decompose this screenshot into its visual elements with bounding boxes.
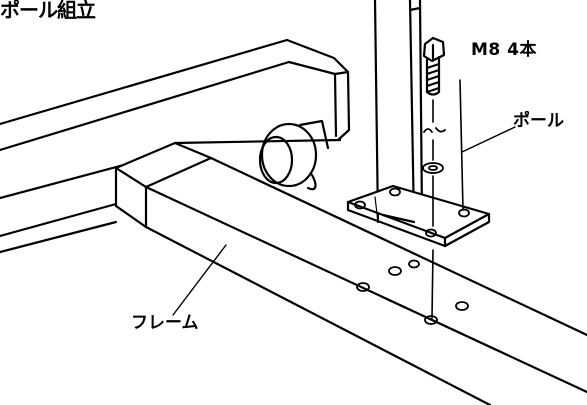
pole-label: ポール [513, 111, 564, 131]
caster-wheel-icon [258, 119, 330, 191]
page-title: ポール組立 [0, 0, 96, 22]
cross-frame-tube [0, 141, 587, 405]
rear-frame-tube [0, 38, 351, 200]
bolt-icon [422, 36, 446, 96]
alignment-lines [431, 79, 464, 319]
frame-holes [356, 259, 469, 325]
frame-label: フレーム [131, 313, 199, 333]
washer-icon [422, 127, 446, 174]
leader-lines [172, 126, 516, 316]
bolt-label: M8 4本 [471, 40, 537, 60]
pole-assembly [346, 0, 491, 248]
